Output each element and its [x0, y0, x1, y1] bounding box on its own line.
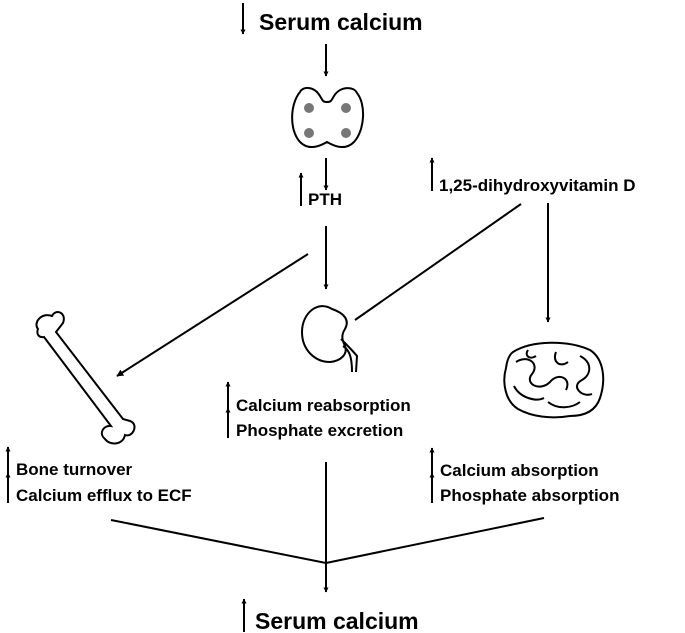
- arrow-pth-to-bone: [116, 253, 309, 377]
- parathyroid-gland-icon: [291, 86, 364, 149]
- kidney-effect-2: Phosphate excretion: [236, 421, 403, 440]
- intestine-effect-2: Phosphate absorption: [440, 486, 619, 505]
- intestine-icon: [503, 341, 605, 419]
- pth-label: PTH: [308, 190, 342, 209]
- bone-icon: [35, 311, 136, 445]
- serum-calcium-bottom-label: Serum calcium: [255, 608, 419, 633]
- intestine-effect-1: Calcium absorption: [440, 461, 599, 480]
- bone-effect-2: Calcium efflux to ECF: [16, 486, 192, 505]
- kidney-effect-1: Calcium reabsorption: [236, 396, 411, 415]
- connector-bone-to-calcium: [110, 519, 327, 564]
- connector-vitamin-d-to-kidney: [354, 203, 522, 321]
- connector-intestine-to-calcium: [325, 517, 545, 564]
- bone-effect-1: Bone turnover: [16, 460, 133, 479]
- kidney-icon: [300, 305, 359, 373]
- vitamin-d-label: 1,25-dihydroxyvitamin D: [439, 176, 636, 195]
- serum-calcium-top-label: Serum calcium: [259, 9, 423, 35]
